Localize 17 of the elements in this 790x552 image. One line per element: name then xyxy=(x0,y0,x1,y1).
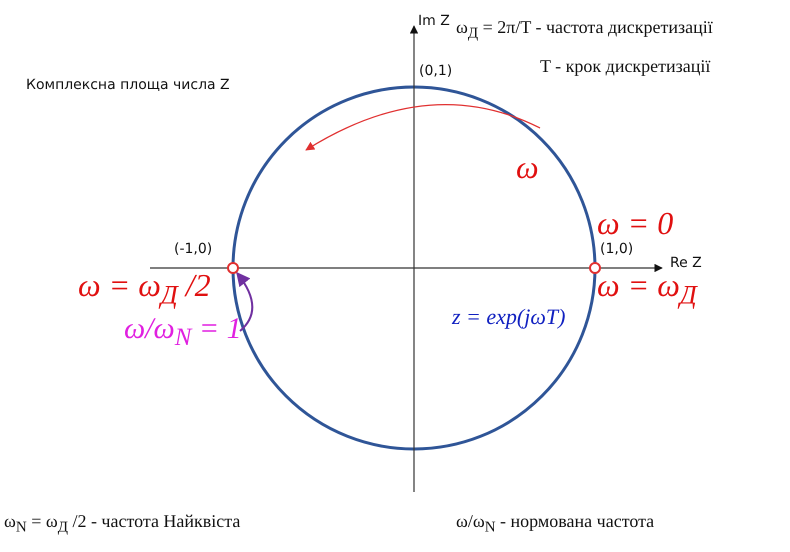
frequency-label: ω = ω$_{Д}$ /2 xyxy=(78,268,211,310)
formula-label: z = exp(jωT) xyxy=(452,305,566,330)
formula-note: ω$_{Д}$ = 2π/T - частота дискретизації xyxy=(456,18,713,42)
ratio-label: ω/ω$_{N}$ = 1 xyxy=(124,312,240,350)
frequency-label: ω xyxy=(516,150,539,186)
point-marker xyxy=(227,262,239,274)
formula-note: ω$_{N}$ = ω$_{Д}$ /2 - частота Найквіста xyxy=(4,512,240,536)
point-label: (1,0) xyxy=(600,242,634,258)
point-label: (-1,0) xyxy=(174,242,212,258)
axis-label: Im Z xyxy=(418,14,450,30)
plot-title: Комплексна площа числа Z xyxy=(26,78,230,94)
point-marker xyxy=(589,262,601,274)
formula-note: ω/ω$_{N}$ - нормована частота xyxy=(456,512,654,536)
formula-note: T - крок дискретизації xyxy=(540,57,710,77)
frequency-label: ω = 0 xyxy=(597,206,674,242)
arrow xyxy=(236,272,254,332)
point-label: (0,1) xyxy=(419,64,452,80)
